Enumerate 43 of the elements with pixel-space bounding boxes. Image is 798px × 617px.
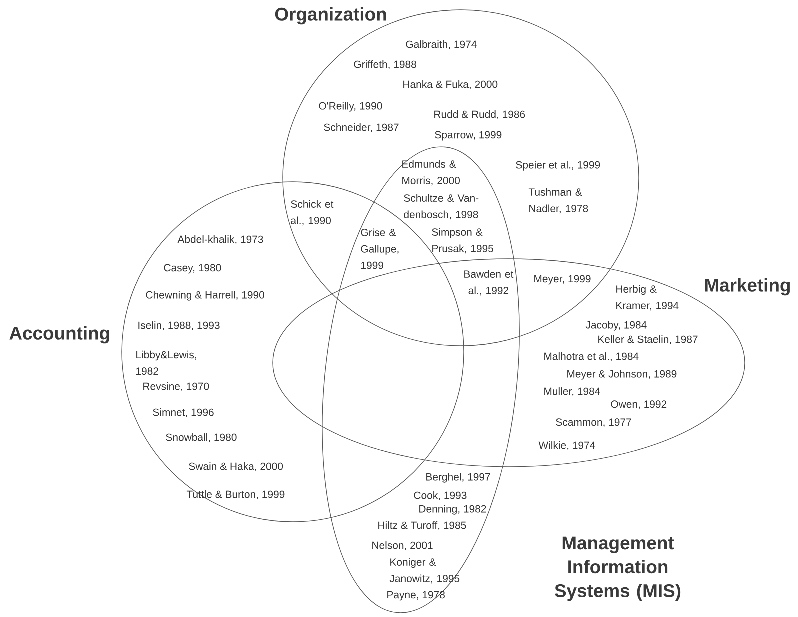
citation: Galbraith, 1974 — [406, 40, 477, 50]
citation: Abdel-khalik, 1973 — [178, 236, 264, 244]
citation: Hanka & Fuka, 2000 — [404, 80, 498, 90]
citation: Hiltz & Turoff, 1985 — [378, 522, 466, 530]
citation: Berghel, 1997 — [426, 473, 490, 483]
citation: Snowball, 1980 — [166, 434, 237, 442]
citation: Chewning & Harrell, 1990 — [146, 291, 264, 301]
citation: Rudd & Rudd, 1986 — [434, 110, 526, 120]
citation: Denning, 1982 — [420, 505, 486, 515]
citation: Simpson & Prusak, 1995 — [432, 228, 494, 254]
citation: Scammon, 1977 — [556, 418, 632, 428]
citation: Tushman & Nadler, 1978 — [528, 188, 588, 214]
citation: Jacoby, 1984 — [586, 321, 647, 331]
citation: Speier et al., 1999 — [516, 161, 600, 171]
citation: Bawden et al., 1992 — [464, 270, 514, 296]
citation: Swain & Haka, 2000 — [189, 462, 284, 472]
citation: Iselin, 1988, 1993 — [138, 322, 220, 330]
citation: Keller & Staelin, 1987 — [598, 336, 698, 344]
set-heading: Accounting — [10, 326, 110, 344]
set-heading: Marketing — [705, 278, 790, 296]
citation: Sparrow, 1999 — [435, 131, 502, 141]
citation: Owen, 1992 — [611, 400, 667, 410]
citation: Nelson, 2001 — [372, 542, 433, 550]
citation: Wilkie, 1974 — [538, 442, 596, 450]
citation: Meyer, 1999 — [534, 275, 591, 285]
citation: Malhotra et al., 1984 — [544, 352, 639, 362]
citation: Griffeth, 1988 — [354, 60, 416, 70]
citation: Herbig & Kramer, 1994 — [616, 285, 679, 311]
set-heading: Organization — [275, 7, 386, 25]
citation: Schultze & Van-denbosch, 1998 — [404, 194, 479, 220]
citation: Meyer & Johnson, 1989 — [568, 370, 677, 380]
citation: Grise & Gallupe, 1999 — [361, 228, 399, 270]
citation: Edmunds & Morris, 2000 — [402, 160, 460, 186]
citation: O'Reilly, 1990 — [319, 102, 382, 112]
citation: Schneider, 1987 — [324, 124, 399, 132]
citation: Simnet, 1996 — [153, 408, 214, 418]
citation: Cook, 1993 — [414, 492, 467, 500]
citation: Muller, 1984 — [544, 388, 600, 396]
citation: Schick et al., 1990 — [291, 200, 334, 226]
citation: Revsine, 1970 — [144, 382, 210, 392]
citation: Libby&Lewis, 1982 — [136, 350, 196, 376]
set-heading: Management Information Systems (MIS) — [555, 536, 681, 602]
citation: Casey, 1980 — [164, 264, 222, 274]
